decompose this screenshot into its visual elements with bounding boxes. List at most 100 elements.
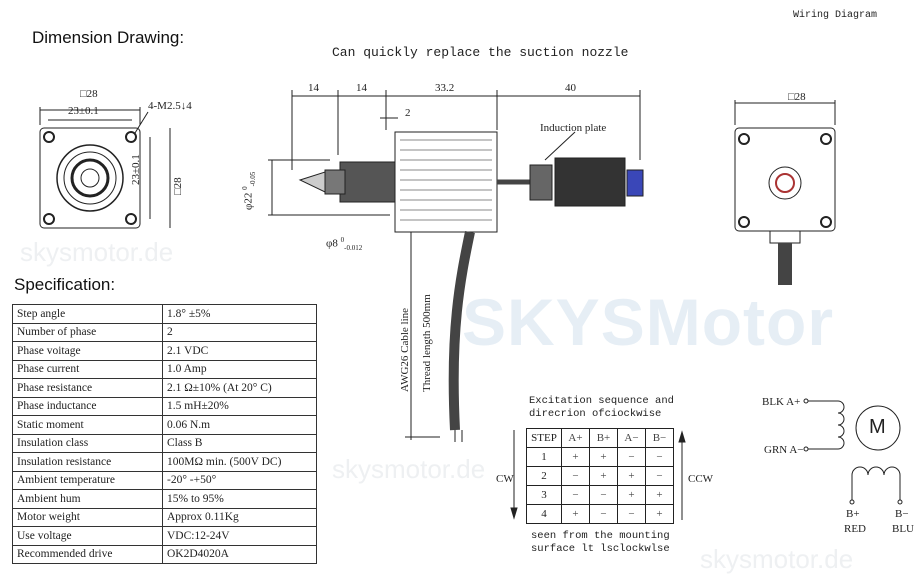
excitation-header: B− xyxy=(645,428,674,448)
excitation-cell: + xyxy=(561,447,590,467)
spec-value: 1.5 mH±20% xyxy=(162,396,317,416)
excitation-caption: Excitation sequence and direcrion ofcioc… xyxy=(529,395,674,421)
spec-label: Ambient hum xyxy=(12,489,163,509)
phi8-label: φ8 0-0.012 xyxy=(326,236,362,252)
ccw-label: CCW xyxy=(688,473,714,485)
phi22-label: φ22 0-0.05 xyxy=(241,172,257,210)
spec-value: VDC:12-24V xyxy=(162,526,317,546)
spec-label: Phase inductance xyxy=(12,396,163,416)
excitation-cell: + xyxy=(589,447,618,467)
excitation-cell: + xyxy=(589,466,618,486)
spec-label: Number of phase xyxy=(12,322,163,342)
front-square-v-label: □28 xyxy=(172,177,184,195)
excitation-cell: 4 xyxy=(526,504,562,524)
dim-2: 2 xyxy=(405,107,411,119)
spec-label: Motor weight xyxy=(12,507,163,527)
wire-b-plus: B+ xyxy=(846,508,860,520)
spec-label: Use voltage xyxy=(12,526,163,546)
watermark-small: skysmotor.de xyxy=(332,454,486,484)
footer-line-2: surface lt lsclockwlse xyxy=(531,543,670,555)
holes-label: 4-M2.5↓4 xyxy=(148,100,192,112)
excitation-row: 4+−−+ xyxy=(526,504,674,524)
excitation-row: 2−++− xyxy=(526,466,674,486)
spec-value: OK2D4020A xyxy=(162,544,317,564)
excitation-cell: − xyxy=(617,504,646,524)
spec-value: -20° -+50° xyxy=(162,470,317,490)
front-view xyxy=(39,107,171,229)
dim-33-2: 33.2 xyxy=(435,82,455,94)
excitation-cell: − xyxy=(617,447,646,467)
motor-symbol: M xyxy=(869,416,886,438)
excitation-cell: 2 xyxy=(526,466,562,486)
subtitle: Can quickly replace the suction nozzle xyxy=(332,45,629,60)
wire-blu: BLU xyxy=(892,523,914,535)
excitation-cell: + xyxy=(617,485,646,505)
excitation-cell: − xyxy=(645,447,674,467)
footer-line-1: seen from the mounting xyxy=(531,530,670,542)
spec-value: 2 xyxy=(162,322,317,342)
excitation-cell: 1 xyxy=(526,447,562,467)
spec-label: Phase resistance xyxy=(12,378,163,398)
spec-label: Static moment xyxy=(12,415,163,435)
front-pitch-h-label: 23±0.1 xyxy=(68,105,99,117)
phi8-tol-down: -0.012 xyxy=(344,243,363,252)
spec-label: Recommended drive xyxy=(12,544,163,564)
phi8-tol-up: 0 xyxy=(340,236,345,244)
wiring-schematic xyxy=(803,398,903,505)
wire-a-plus: BLK A+ xyxy=(762,396,801,408)
excitation-row: 3−−++ xyxy=(526,485,674,505)
excitation-header: A− xyxy=(617,428,646,448)
excitation-cell: + xyxy=(561,504,590,524)
side-view xyxy=(268,90,644,442)
dim-14-b: 14 xyxy=(356,82,367,94)
phi22-value: φ22 xyxy=(242,192,255,210)
excitation-cell: + xyxy=(645,504,674,524)
watermark-small: skysmotor.de xyxy=(700,544,854,574)
excitation-footer: seen from the mounting surface lt lscloc… xyxy=(531,530,670,556)
wiring-diagram-label: Wiring Diagram xyxy=(793,10,878,21)
spec-value: 1.8° ±5% xyxy=(162,304,317,324)
excitation-cell: − xyxy=(561,466,590,486)
front-square-label: □28 xyxy=(80,88,98,100)
front-pitch-v-label: 23±0.1 xyxy=(130,154,142,185)
excitation-header: A+ xyxy=(561,428,590,448)
phi22-tol-down: -0.05 xyxy=(248,171,257,187)
thread-length-label: Thread length 500mm xyxy=(421,294,433,392)
phi8-value: φ8 xyxy=(326,237,338,250)
spec-label: Insulation resistance xyxy=(12,452,163,472)
spec-value: Approx 0.11Kg xyxy=(162,507,317,527)
dimension-drawing-title: Dimension Drawing: xyxy=(32,28,185,47)
excitation-cell: − xyxy=(645,466,674,486)
caption-line-2: direcrion ofciockwise xyxy=(529,408,662,420)
cable-label: AWG26 Cable line xyxy=(399,307,411,392)
induction-plate-label: Induction plate xyxy=(540,122,607,134)
watermark-small: skysmotor.de xyxy=(20,237,174,267)
excitation-row: 1++−− xyxy=(526,447,674,467)
spec-value: 15% to 95% xyxy=(162,489,317,509)
spec-value: 100MΩ min. (500V DC) xyxy=(162,452,317,472)
excitation-cell: + xyxy=(617,466,646,486)
spec-label: Insulation class xyxy=(12,433,163,453)
wire-red: RED xyxy=(844,523,866,535)
excitation-header: STEP xyxy=(526,428,562,448)
spec-value: Class B xyxy=(162,433,317,453)
spec-value: 2.1 Ω±10% (At 20° C) xyxy=(162,378,317,398)
specification-title: Specification: xyxy=(14,275,116,294)
spec-label: Phase current xyxy=(12,359,163,379)
caption-line-1: Excitation sequence and xyxy=(529,395,674,407)
